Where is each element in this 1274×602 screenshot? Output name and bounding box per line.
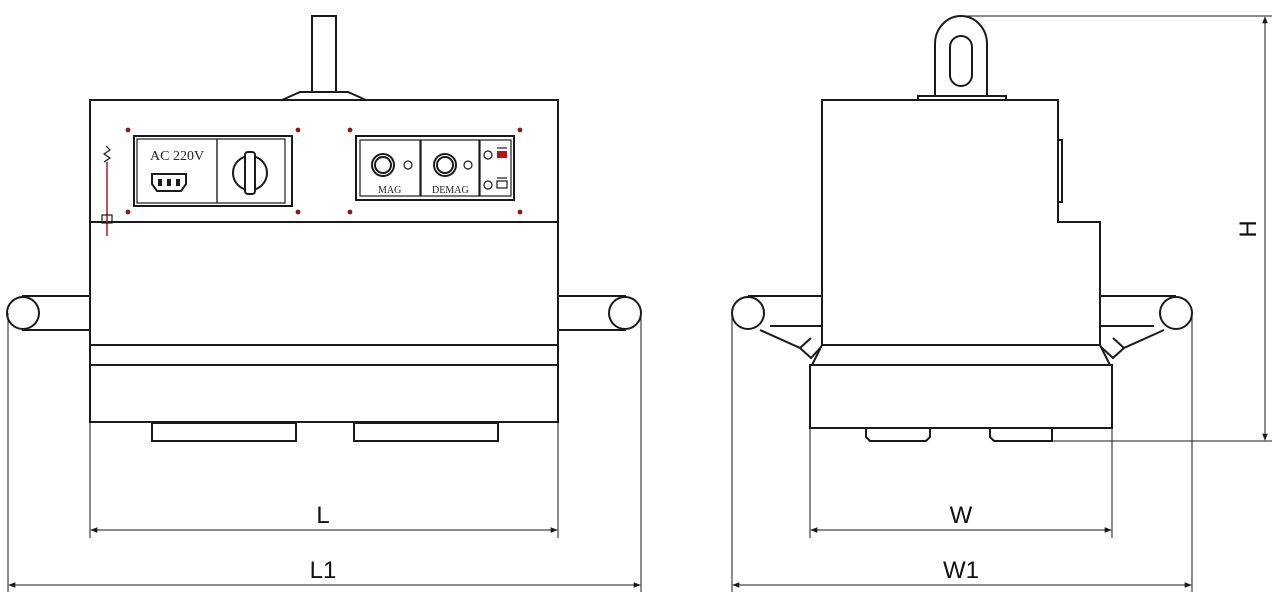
dimension-w1-label: W1: [943, 557, 979, 584]
side-pole-shoes: [865, 427, 1053, 442]
power-panel: AC 220V: [133, 135, 293, 207]
side-handles: [6, 295, 642, 331]
dimension-l-label: L: [316, 502, 329, 529]
dimension-l1-label: L1: [310, 557, 337, 584]
panel-screws: [125, 127, 523, 215]
mag-button[interactable]: MAG: [371, 153, 413, 196]
top-post: [281, 15, 367, 101]
side-body: [809, 99, 1113, 429]
dimension-l: L: [89, 422, 559, 538]
dimension-w-label: W: [950, 502, 973, 529]
demag-label: DEMAG: [432, 185, 469, 196]
control-panel: MAG DEMAG: [355, 135, 515, 201]
dimension-l1: L1: [7, 313, 642, 592]
pole-shoes: [151, 422, 499, 442]
dimension-h-label: H: [1235, 220, 1262, 237]
power-label: AC 220V: [150, 149, 204, 164]
dimension-h: H: [961, 15, 1272, 442]
dimension-w: W: [809, 428, 1113, 538]
power-socket-icon: [151, 173, 187, 192]
front-view: AC 220V MAG: [6, 15, 642, 592]
dimension-w1: W1: [731, 313, 1193, 592]
mag-label: MAG: [378, 185, 401, 196]
demag-button[interactable]: DEMAG: [432, 153, 473, 196]
rotary-switch-icon[interactable]: [232, 151, 268, 195]
indicator-lamps: [483, 147, 508, 190]
antenna-icon: [101, 145, 113, 236]
side-view: W W1 H: [731, 15, 1272, 592]
lifting-eye: [917, 15, 1007, 101]
